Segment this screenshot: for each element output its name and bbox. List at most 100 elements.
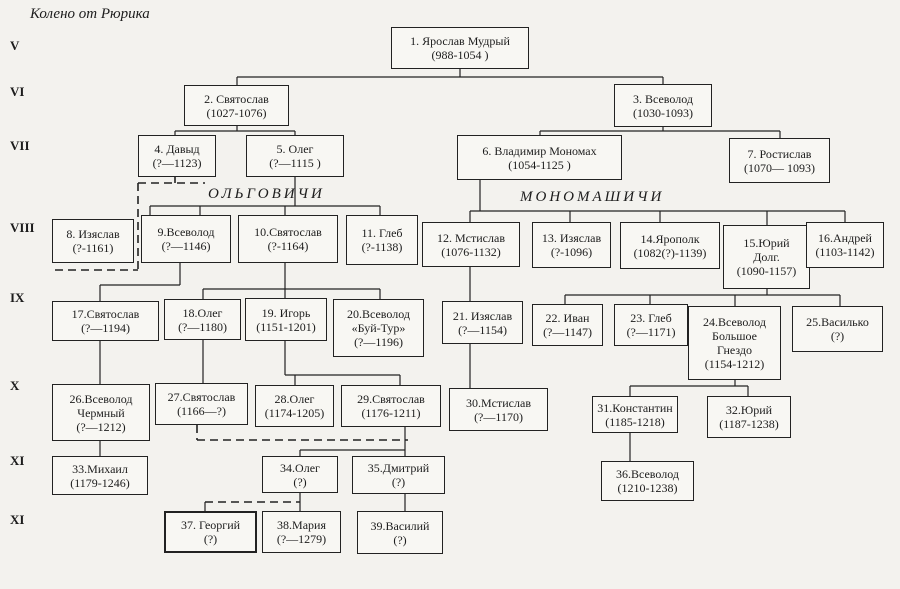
- person-box-27: 27.Святослав(1166—?): [155, 383, 248, 425]
- person-text-line: 3. Всеволод: [633, 91, 693, 106]
- generation-label: X: [10, 378, 20, 393]
- person-box-22: 22. Иван(?—1147): [532, 304, 603, 346]
- person-text-line: (?—1194): [81, 321, 130, 335]
- person-text-line: 35.Дмитрий: [367, 461, 430, 475]
- person-text-line: 34.Олег: [280, 460, 320, 475]
- person-box-8: 8. Изяслав(?-1161): [52, 219, 134, 263]
- person-text-line: (?—1196): [354, 335, 403, 349]
- person-text-line: 32.Юрий: [725, 403, 773, 417]
- person-box-12: 12. Мстислав(1076-1132): [422, 222, 520, 267]
- person-text-line: (?): [203, 532, 218, 546]
- person-text-line: (?-1161): [72, 241, 114, 255]
- person-text-line: (1076-1132): [441, 244, 501, 259]
- person-text-line: 33.Михаил: [72, 461, 128, 476]
- person-text-line: 1. Ярослав Мудрый: [410, 34, 510, 48]
- person-text-line: 38.Мария: [277, 518, 326, 532]
- person-box-14: 14.Ярополк(1082(?)-1139): [620, 222, 720, 269]
- person-box-39: 39.Василий(?): [357, 511, 443, 554]
- person-text-line: (1082(?)-1139): [633, 245, 707, 260]
- person-text-line: (?—1147): [543, 325, 592, 339]
- person-box-11: 11. Глеб(?-1138): [346, 215, 418, 265]
- person-text-line: (?): [393, 532, 407, 547]
- person-box-36: 36.Всеволод(1210-1238): [601, 461, 694, 501]
- person-text-line: 36.Всеволод: [616, 467, 679, 481]
- person-box-1: 1. Ярослав Мудрый(988-1054 ): [391, 27, 529, 69]
- person-text-line: 4. Давыд: [154, 142, 200, 156]
- person-box-31: 31.Константин(1185-1218): [592, 396, 678, 433]
- person-text-line: 8. Изяслав: [66, 227, 120, 241]
- person-text-line: (1210-1238): [617, 481, 678, 495]
- person-text-line: (1185-1218): [605, 414, 665, 429]
- person-text-line: 21. Изяслав: [452, 308, 513, 323]
- person-box-30: 30.Мстислав(?—1170): [449, 388, 548, 431]
- generation-label: VI: [10, 84, 25, 99]
- person-text-line: (1187-1238): [719, 417, 779, 431]
- person-text-line: (?—1212): [76, 419, 126, 434]
- person-text-line: 26.Всеволод: [69, 391, 133, 406]
- person-text-line: 37. Георгий: [180, 518, 241, 532]
- person-box-20: 20.Всеволод«Буй-Тур»(?—1196): [333, 299, 424, 357]
- person-text-line: (?-1138): [361, 240, 403, 254]
- person-box-17: 17.Святослав(?—1194): [52, 301, 159, 341]
- person-text-line: Гнездо: [716, 343, 752, 357]
- person-text-line: (?—1115 ): [269, 156, 321, 170]
- person-text-line: (1030-1093): [633, 105, 693, 120]
- person-box-16: 16.Андрей(1103-1142): [806, 222, 884, 268]
- person-text-line: (?): [391, 475, 406, 489]
- person-box-6: 6. Владимир Мономах(1054-1125 ): [457, 135, 622, 180]
- person-text-line: (?—1123): [152, 156, 202, 170]
- person-box-28: 28.Олег(1174-1205): [255, 385, 334, 427]
- person-text-line: (?—1170): [474, 409, 523, 424]
- person-box-7: 7. Ростислав(1070— 1093): [729, 138, 830, 183]
- person-box-9: 9.Всеволод(?—1146): [141, 215, 231, 263]
- person-box-29: 29.Святослав(1176-1211): [341, 385, 441, 427]
- person-box-25: 25.Василько(?): [792, 306, 883, 352]
- person-text-line: 5. Олег: [276, 142, 314, 156]
- person-text-line: 15.Юрий: [743, 236, 790, 250]
- person-text-line: 30.Мстислав: [466, 395, 531, 410]
- person-text-line: 16.Андрей: [818, 231, 872, 245]
- person-text-line: (1151-1201): [256, 319, 316, 334]
- person-text-line: (1054-1125 ): [508, 157, 571, 172]
- person-text-line: «Буй-Тур»: [351, 321, 406, 335]
- person-box-5: 5. Олег(?—1115 ): [246, 135, 344, 177]
- person-box-37: 37. Георгий(?): [164, 511, 257, 553]
- person-text-line: 17.Святослав: [71, 307, 140, 321]
- person-text-line: (1166—?): [177, 404, 226, 418]
- person-text-line: (?): [293, 474, 307, 489]
- person-text-line: Долг.: [753, 250, 780, 264]
- person-text-line: (?): [830, 329, 845, 343]
- person-text-line: 39.Василий: [370, 518, 430, 533]
- person-box-32: 32.Юрий(1187-1238): [707, 396, 791, 438]
- person-text-line: 14.Ярополк: [640, 231, 700, 246]
- person-box-4: 4. Давыд(?—1123): [138, 135, 216, 177]
- person-text-line: (?—1146): [161, 239, 211, 253]
- person-text-line: (1176-1211): [361, 406, 421, 420]
- person-text-line: (1154-1212): [704, 357, 765, 371]
- person-text-line: (1070— 1093): [744, 160, 815, 175]
- generation-label: VII: [10, 138, 30, 153]
- person-box-13: 13. Изяслав(?-1096): [532, 222, 611, 268]
- person-text-line: 10.Святослав: [254, 225, 322, 239]
- person-text-line: 27.Святослав: [167, 390, 236, 404]
- person-box-19: 19. Игорь(1151-1201): [245, 298, 327, 341]
- person-text-line: 6. Владимир Мономах: [482, 143, 597, 158]
- person-box-33: 33.Михаил(1179-1246): [52, 456, 148, 495]
- person-text-line: Большое: [712, 329, 757, 343]
- person-box-21: 21. Изяслав(?—1154): [442, 301, 523, 344]
- person-box-23: 23. Глеб(?—1171): [614, 304, 688, 346]
- person-text-line: (?-1164): [267, 239, 309, 253]
- person-text-line: 7. Ростислав: [747, 146, 812, 161]
- person-box-3: 3. Всеволод(1030-1093): [614, 84, 712, 127]
- person-text-line: 12. Мстислав: [437, 230, 505, 245]
- person-text-line: (?—1171): [626, 325, 676, 339]
- person-text-line: (1027-1076): [206, 105, 267, 120]
- person-text-line: 11. Глеб: [361, 226, 403, 240]
- person-text-line: Чермный: [77, 405, 125, 420]
- person-text-line: 28.Олег: [274, 392, 315, 406]
- person-text-line: (?—1154): [458, 322, 507, 337]
- person-box-34: 34.Олег(?): [262, 456, 338, 493]
